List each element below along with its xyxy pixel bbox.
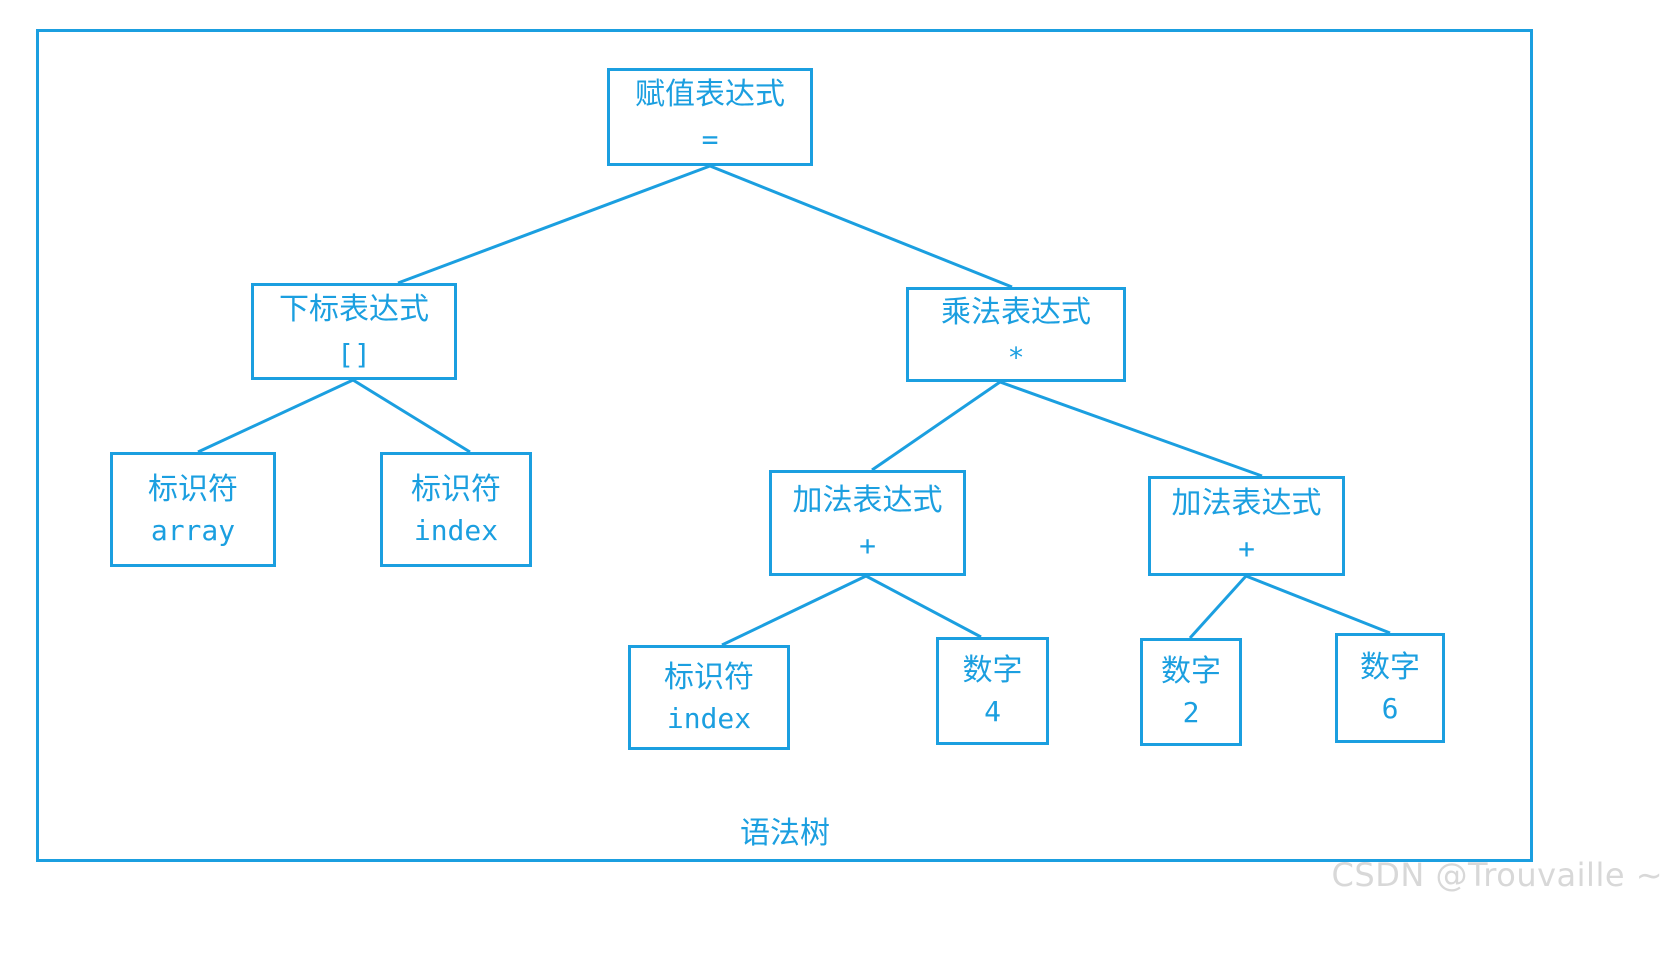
node-number-2[interactable]: 数字 2 [1140, 638, 1242, 746]
node-value: + [859, 529, 876, 563]
node-value: 6 [1381, 692, 1399, 726]
node-value: 2 [1182, 696, 1200, 730]
node-value: [] [337, 337, 371, 371]
node-value: * [1007, 340, 1025, 374]
node-label: 加法表达式 [792, 483, 943, 519]
node-value: + [1238, 532, 1255, 566]
node-label: 标识符 [411, 471, 501, 507]
node-number-4[interactable]: 数字 4 [936, 637, 1049, 745]
node-label: 标识符 [148, 471, 238, 507]
node-subscript-expression[interactable]: 下标表达式 [] [251, 283, 457, 380]
node-label: 数字 [962, 653, 1023, 689]
node-label: 乘法表达式 [941, 294, 1091, 330]
node-multiplication-expression[interactable]: 乘法表达式 * [906, 287, 1126, 382]
node-value: index [666, 701, 752, 735]
node-value: = [701, 123, 719, 157]
node-label: 加法表达式 [1171, 486, 1322, 522]
node-assignment-expression[interactable]: 赋值表达式 = [607, 68, 813, 166]
node-value: array [150, 513, 236, 547]
diagram-border [36, 29, 1533, 862]
node-number-6[interactable]: 数字 6 [1335, 633, 1445, 743]
node-addition-expression-right[interactable]: 加法表达式 + [1148, 476, 1345, 576]
node-identifier-array[interactable]: 标识符 array [110, 452, 276, 567]
node-identifier-index[interactable]: 标识符 index [380, 452, 532, 567]
node-label: 下标表达式 [279, 291, 429, 327]
csdn-watermark: CSDN @Trouvaille ~ [1331, 856, 1663, 894]
node-value: index [413, 513, 499, 547]
node-label: 标识符 [664, 659, 754, 695]
node-addition-expression-left[interactable]: 加法表达式 + [769, 470, 966, 576]
node-label: 赋值表达式 [635, 77, 785, 113]
node-label: 数字 [1360, 650, 1420, 686]
node-identifier-index-2[interactable]: 标识符 index [628, 645, 790, 750]
node-label: 数字 [1161, 654, 1221, 690]
node-value: 4 [984, 695, 1001, 729]
diagram-caption: 语法树 [740, 816, 830, 851]
